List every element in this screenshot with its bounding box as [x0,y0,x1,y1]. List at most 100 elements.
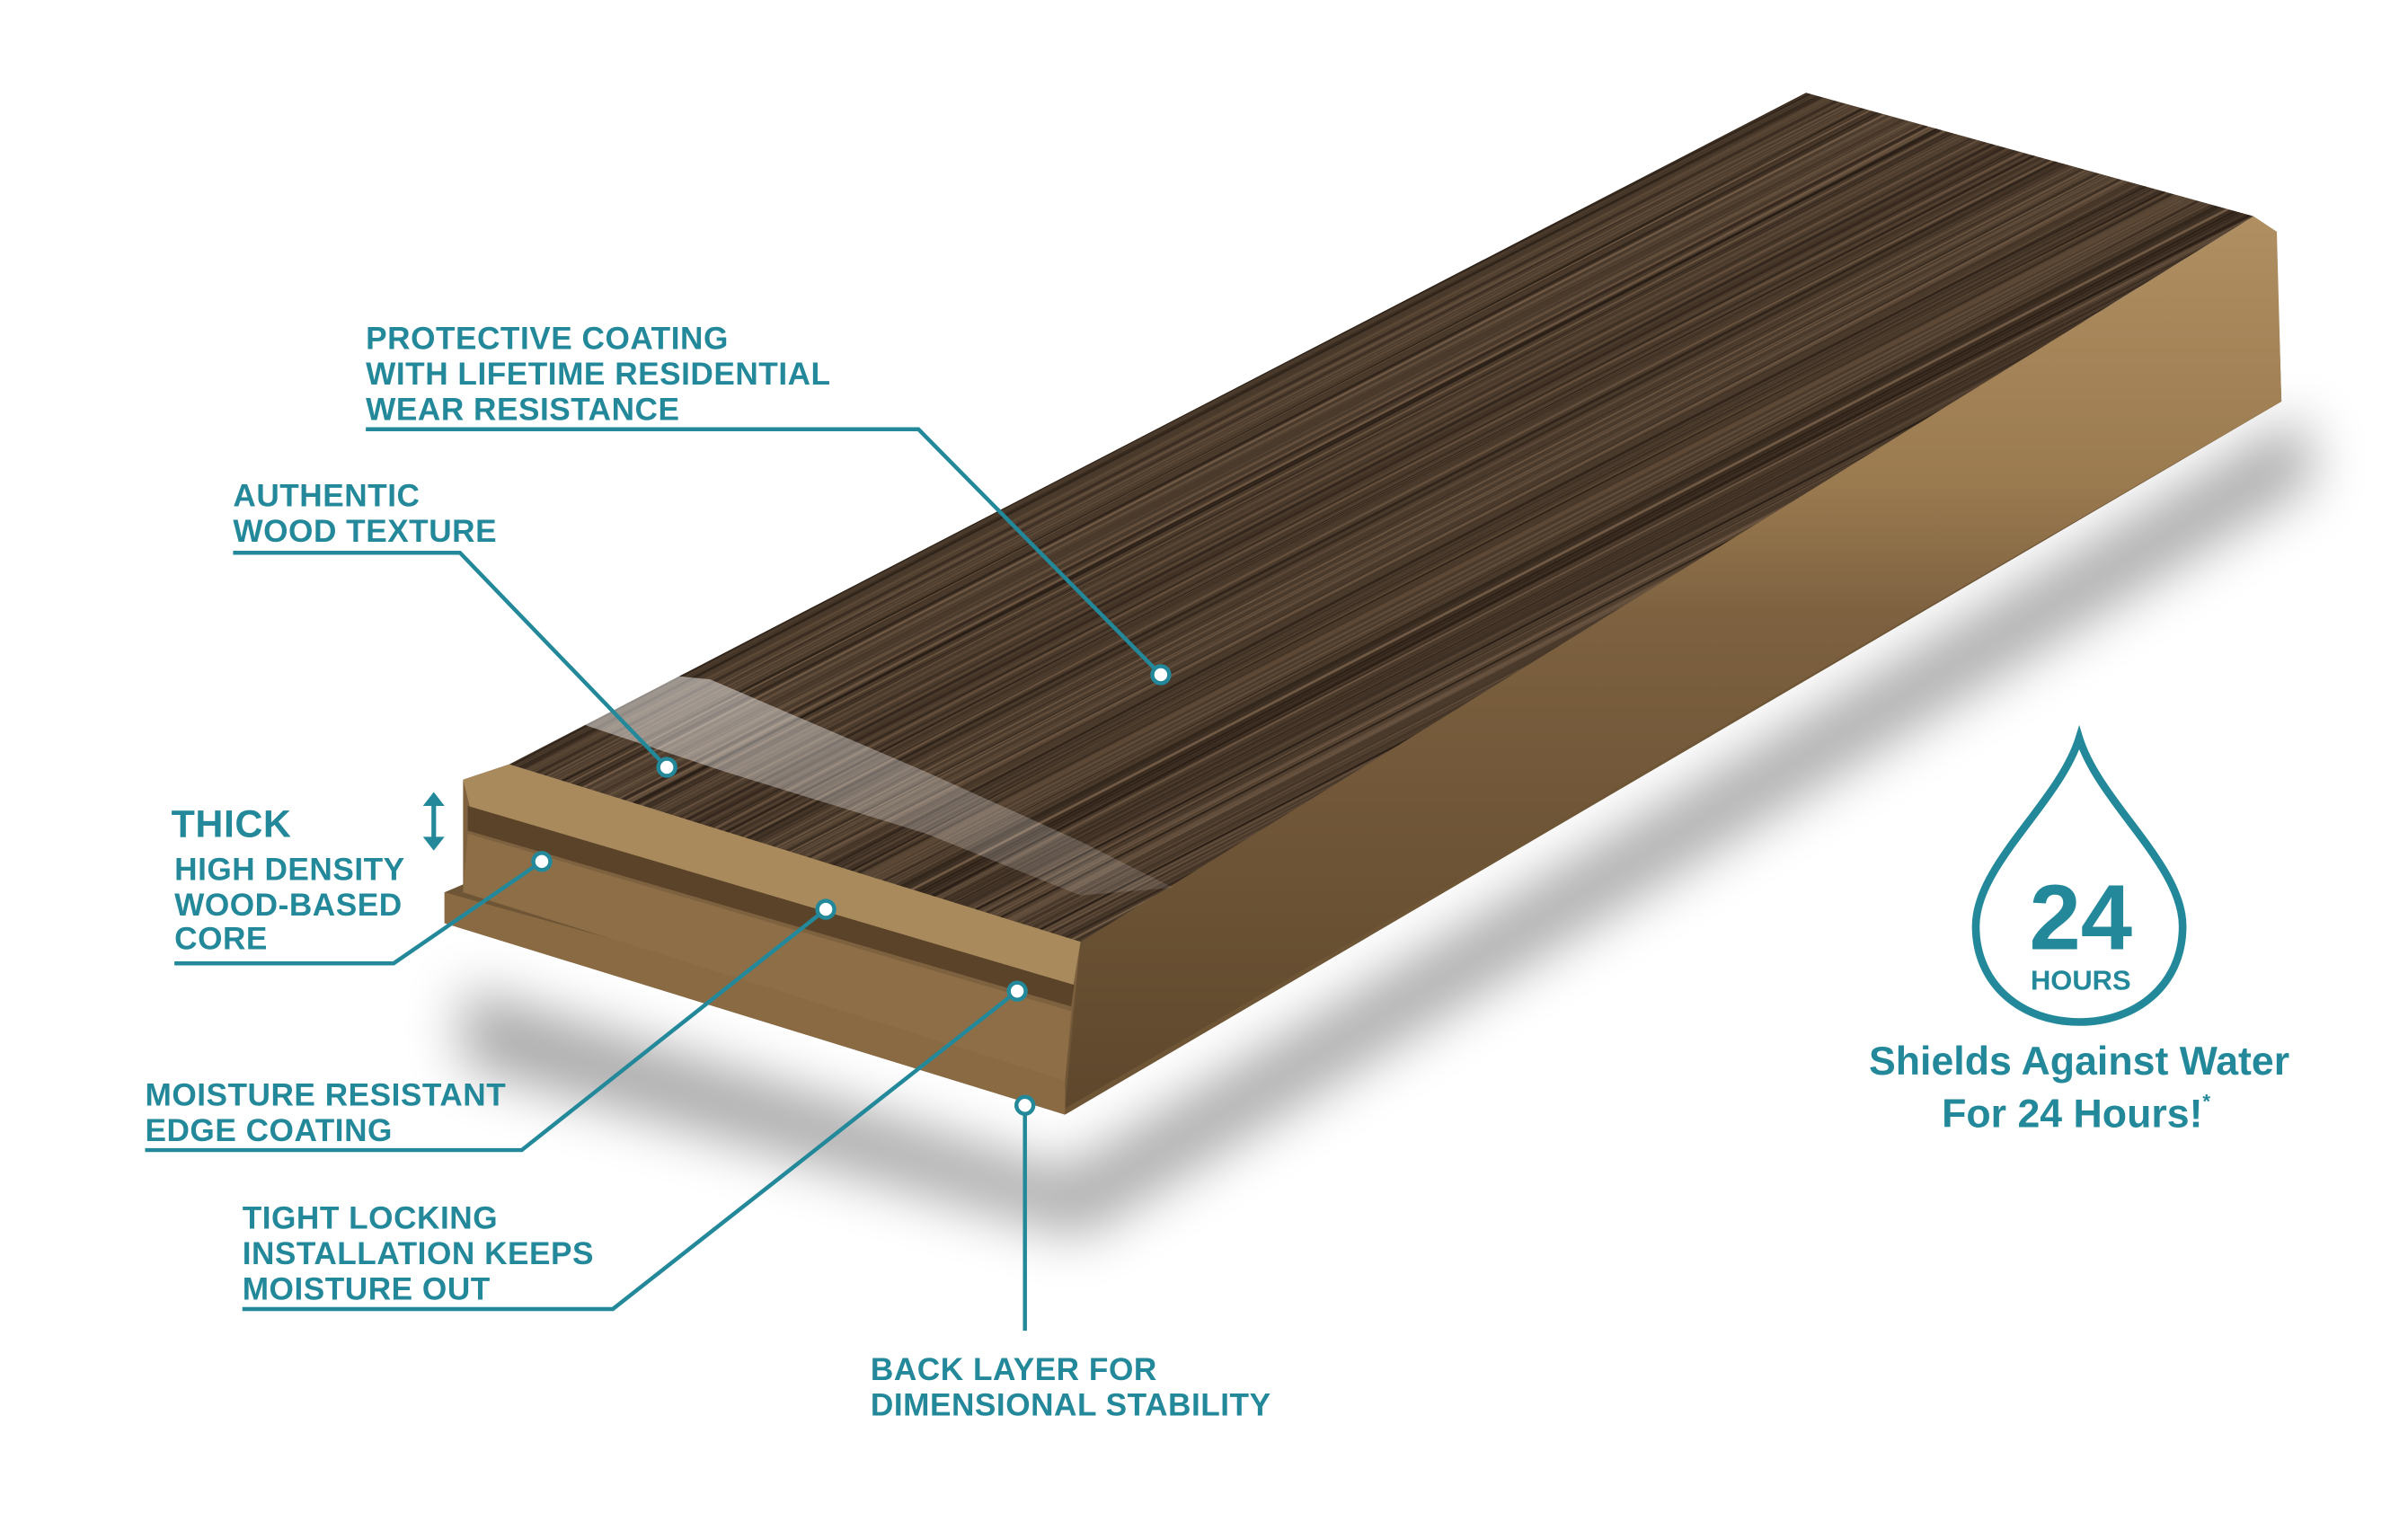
badge-line-1: Shields Against Water [1869,1040,2289,1084]
badge-unit: HOURS [2031,964,2131,995]
wood-grain-line [806,179,2166,882]
callout-core: THICK HIGH DENSITY WOOD-BASED CORE [172,802,404,956]
wood-grain-line [571,105,1930,810]
wood-grain-line [632,124,1991,828]
protective-film [521,660,1173,896]
label-line: MOISTURE RESISTANT [145,1077,506,1112]
wood-grain-line [642,128,2002,832]
label-line: WOOD TEXTURE [233,514,497,549]
label-line: BACK LAYER FOR [871,1352,1157,1387]
wood-grain-line [817,181,2177,887]
wood-grain-line [792,174,2152,878]
wood-grain-line [706,147,2066,852]
label-line: WITH LIFETIME RESIDENTIAL [366,357,830,392]
callout-edge-coating: MOISTURE RESISTANT EDGE COATING [145,1077,506,1148]
wood-grain-line [774,168,2134,873]
wood-grain-line [856,194,2216,898]
dot-locking [1006,980,1028,1002]
dot-protective [1150,664,1172,686]
dot-core [531,851,553,872]
wood-grain-line [578,107,1938,812]
label-line: TIGHT LOCKING [243,1201,498,1236]
wood-grain-line [920,214,2254,918]
wood-grain-line [520,93,1881,794]
wood-grain-line [873,199,2235,905]
callout-leaders [145,427,1172,1332]
wood-grain-line [870,198,2231,903]
footnote-mark: * [2202,1091,2210,1113]
wood-grain-line [713,149,2074,854]
wood-grain-line [742,158,2102,863]
wood-grain-line [616,119,1977,824]
wood-grain-line [888,204,2248,908]
badge-line-2-text: For 24 Hours! [1942,1092,2202,1136]
wood-grain-line [656,131,2016,836]
wood-grain-line [927,216,2254,921]
callout-wood-texture: AUTHENTIC WOOD TEXTURE [233,479,497,550]
wood-grain-line [592,111,1952,817]
wood-grain-line [553,100,1913,804]
wood-grain-line [635,125,1995,829]
callout-back-layer: BACK LAYER FOR DIMENSIONAL STABILITY [871,1352,1271,1423]
wood-grain-line [563,102,1924,808]
wood-grain-line [924,215,2254,919]
callout-locking: TIGHT LOCKING INSTALLATION KEEPS MOISTUR… [243,1201,594,1307]
wood-grain-line [589,111,1948,815]
wood-grain-line [703,146,2063,851]
wood-grain-line [560,102,1920,807]
core-side-face [1065,216,2282,1109]
label-title: THICK [172,802,292,845]
label-line: AUTHENTIC [233,479,420,514]
wood-grain-line [802,177,2163,882]
wood-grain-line [624,122,1984,826]
wood-grain-line [585,110,1944,814]
water-drop-icon [1971,724,2187,1026]
wood-grain-line [509,93,1852,786]
wood-grain-line [913,212,2254,916]
wood-grain-line [867,198,2227,902]
wood-grain-line [909,210,2254,916]
wood-grain-line [788,173,2148,877]
wood-grain-line [509,93,1841,782]
label-line: MOISTURE OUT [243,1272,491,1307]
wood-grain-line [717,150,2077,855]
wood-grain-line [699,146,2058,849]
dot-edge [815,898,837,920]
wood-grain-line [884,202,2244,907]
dot-back [1014,1094,1036,1116]
wood-grain-line [542,96,1902,801]
wood-grain-line [902,208,2254,913]
wood-grain-line [766,166,2127,871]
wood-grain-line [545,97,1906,802]
water-protection-badge: 24 HOURS Shields Against Water For 24 Ho… [1869,724,2289,1136]
wood-grain-line [842,189,2202,894]
core-end-upper [463,764,1081,988]
wood-grain-line [784,172,2145,877]
label-line: DIMENSIONAL STABILITY [871,1388,1271,1423]
badge-number: 24 [2029,866,2132,969]
back-layer-end [444,892,1066,1115]
wood-grain-line [895,206,2254,911]
wood-grain-line [860,195,2219,899]
wood-grain-line [670,136,2031,841]
wood-grain-line [663,133,2023,839]
groove [467,805,1075,1007]
wood-grain-line [645,128,2005,833]
wood-grain-line [731,155,2091,859]
label-line: WOOD-BASED [174,888,403,923]
wood-grain-line [781,170,2141,875]
flooring-plank-illustration [444,93,2315,1235]
wood-grain-line [606,116,1966,821]
wood-grain-line [824,184,2184,889]
wood-grain-line [627,122,1987,827]
wood-grain-line [724,153,2084,857]
wood-grain-line [835,187,2195,892]
wood-grain-line [614,119,1973,823]
wood-grain-line [556,101,1916,805]
dot-texture [656,756,677,778]
callout-protective-coating: PROTECTIVE COATING WITH LIFETIME RESIDEN… [366,321,830,427]
label-line: WEAR RESISTANCE [366,392,679,427]
wood-grain-line [845,190,2206,896]
wood-grain-line [735,156,2094,861]
